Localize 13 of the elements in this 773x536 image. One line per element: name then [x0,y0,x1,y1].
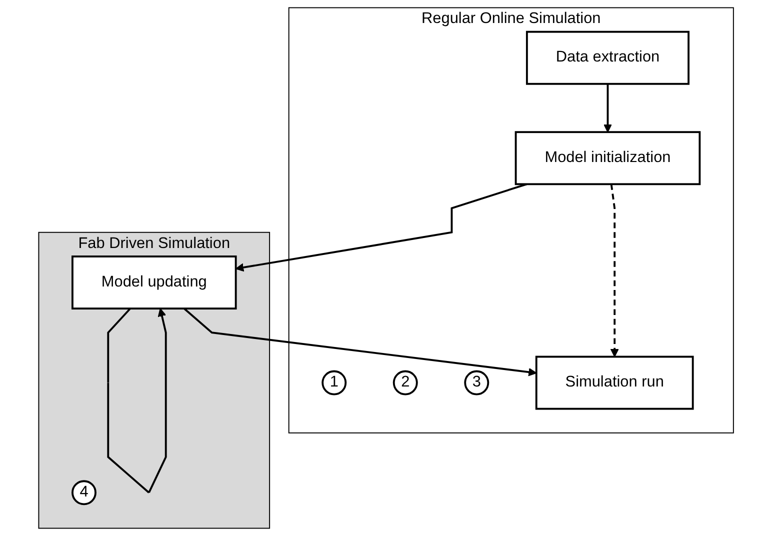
node-box: Simulation run [536,356,694,410]
node-box: Model initialization [515,131,702,186]
arrow [108,308,168,494]
arrow [236,183,528,272]
node-box: Data extraction [526,30,690,85]
arrow [610,184,620,358]
node-circle: 2 [393,370,418,396]
node-circle: 3 [464,370,490,396]
node-box: Model updating [72,256,238,310]
arrow [604,84,612,132]
node-circle: 1 [322,370,348,396]
arrow [184,308,538,376]
node-circle: 4 [72,480,97,506]
